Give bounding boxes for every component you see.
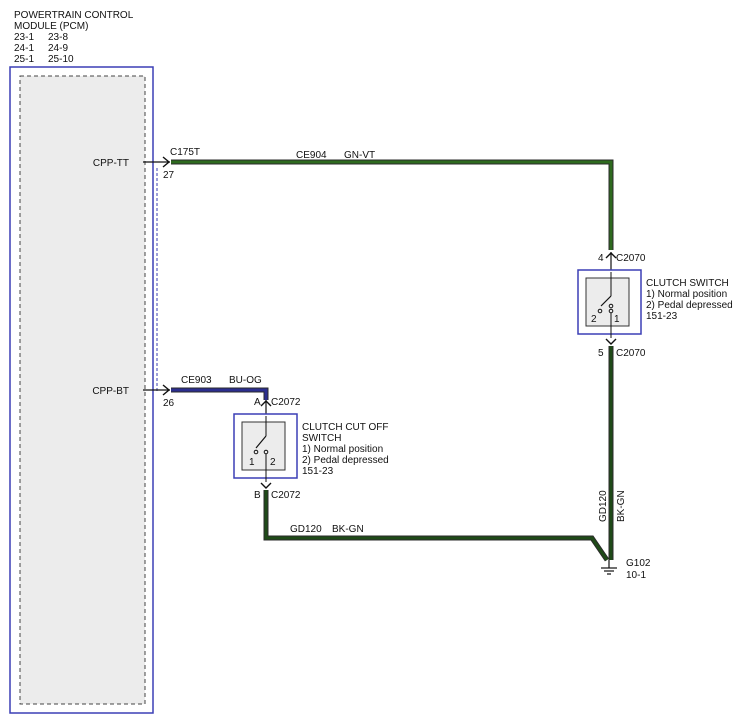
cutoff-switch-pin-a: A [254,397,261,408]
clutch-switch-ref: 151-23 [646,311,678,322]
cutoff-switch-connector-bottom: C2072 [271,490,301,501]
clutch-switch-connector-bottom: C2070 [616,348,646,359]
cutoff-switch-bottom-arrow [260,482,272,489]
clutch-switch-contact-2 [597,308,603,314]
cutoff-switch-pos-1: 1 [249,457,255,468]
wire-ce903[interactable] [171,387,269,400]
clutch-switch-bottom-arrow [605,338,617,345]
wire-ce903-color: BU-OG [229,375,262,386]
pcm-ref-2b: 24-9 [48,43,68,54]
clutch-switch-title: CLUTCH SWITCH [646,278,729,289]
clutch-switch-connector-top: C2070 [616,253,646,264]
cutoff-switch-body [241,421,286,471]
connector-arrow-cpp-bt [143,384,171,396]
wire-ce904-circuit: CE904 [296,150,327,161]
cutoff-switch-connector-top: C2072 [271,397,301,408]
cutoff-switch-blade [255,435,267,449]
cutoff-switch-line1: 1) Normal position [302,444,383,455]
cutoff-switch-title1: CLUTCH CUT OFF [302,422,388,433]
pcm-ref-1a: 23-1 [14,32,34,43]
clutch-switch-pos-2: 2 [591,314,597,325]
ground-ref: 10-1 [626,570,646,581]
wire-gd120-v-color: BK-GN [616,490,627,522]
cutoff-switch-ref: 151-23 [302,466,334,477]
ground-icon [601,560,617,575]
ground-name: G102 [626,558,651,569]
wire-gd120-h-circuit: GD120 [290,524,322,535]
pin-cpp-tt-number: 27 [163,170,175,181]
clutch-switch-contact-1a [608,303,614,309]
cutoff-switch-pin-b: B [254,490,261,501]
clutch-switch-pin-4: 4 [598,253,604,264]
cutoff-switch-pos-2: 2 [270,457,276,468]
clutch-switch-body [585,277,630,327]
clutch-switch-pos-1: 1 [614,314,620,325]
pin-cpp-tt-label: CPP-TT [93,158,129,169]
wire-ce904[interactable] [171,159,614,250]
pin-cpp-bt-label: CPP-BT [92,386,129,397]
clutch-switch-blade [600,295,612,307]
cutoff-switch-contact-2 [263,449,269,455]
pcm-ref-2a: 24-1 [14,43,34,54]
connector-arrow-cpp-tt [143,156,171,168]
pcm-module-inner [19,75,146,705]
pin-cpp-bt-number: 26 [163,398,175,409]
pcm-ref-3a: 25-1 [14,54,34,65]
pcm-title-line1: POWERTRAIN CONTROL [14,10,134,21]
clutch-switch-contact-1b [608,308,614,314]
clutch-switch-line2: 2) Pedal depressed [646,300,733,311]
clutch-switch[interactable]: 2 1 [577,269,642,338]
wire-gd120[interactable] [263,346,614,562]
pcm-title-line2: MODULE (PCM) [14,21,88,32]
wire-gd120-v-circuit: GD120 [598,490,609,522]
clutch-cutoff-switch[interactable]: 1 2 [233,413,298,482]
cutoff-switch-title2: SWITCH [302,433,341,444]
pcm-ref-1b: 23-8 [48,32,68,43]
clutch-switch-pin-5: 5 [598,348,604,359]
wire-ce903-circuit: CE903 [181,375,212,386]
pcm-module[interactable] [9,66,158,714]
pcm-ref-3b: 25-10 [48,54,74,65]
cutoff-switch-line2: 2) Pedal depressed [302,455,389,466]
wire-ce904-color: GN-VT [344,150,375,161]
wire-gd120-h-color: BK-GN [332,524,364,535]
clutch-switch-line1: 1) Normal position [646,289,727,300]
connector-c175t: C175T [170,147,200,158]
cutoff-switch-contact-1 [253,449,259,455]
